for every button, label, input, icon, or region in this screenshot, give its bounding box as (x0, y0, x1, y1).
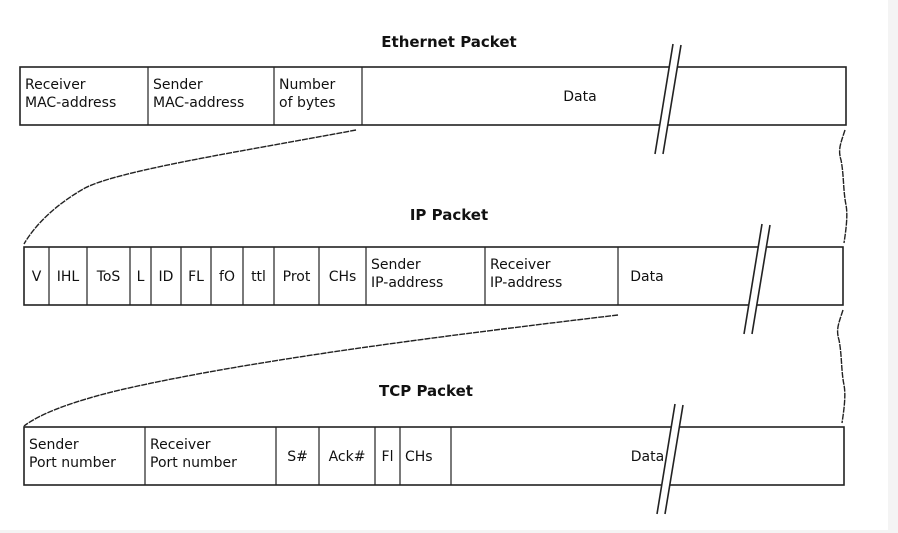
tcp-field-label: Fl (382, 449, 394, 465)
tcp-field-label: Receiver (150, 437, 211, 453)
ethernet-field-label: MAC-address (153, 95, 244, 111)
ip-break-gap (744, 224, 770, 334)
ethernet-field-label: Receiver (25, 77, 86, 93)
ip-field-label: ID (159, 269, 174, 285)
ethernet-field-label: MAC-address (25, 95, 116, 111)
ethernet-break-gap (655, 44, 681, 154)
ip-field-label: IP-address (371, 275, 443, 291)
ethernet-field-label: Number (279, 77, 335, 93)
ip-field-label: FL (188, 269, 204, 285)
ethernet-packet-frame (19, 66, 847, 126)
ip-field-label: ToS (96, 269, 121, 285)
ip-field-label: ttl (251, 269, 266, 285)
ethernet-to-ip-connector-right (838, 129, 848, 244)
tcp-field-label: Data (631, 449, 664, 465)
tcp-field-label: Sender (29, 437, 79, 453)
ethernet-field-label: Sender (153, 77, 203, 93)
ip-field-label: Receiver (490, 257, 551, 273)
ethernet-break-mark (662, 44, 682, 155)
ip-field-label: Prot (283, 269, 311, 285)
ip-packet-frame (23, 246, 844, 306)
ethernet-packet-title: Ethernet Packet (381, 33, 516, 51)
tcp-field-label: S# (287, 449, 308, 465)
tcp-break-mark (656, 403, 676, 515)
tcp-field-label: Ack# (329, 449, 366, 465)
tcp-break-gap (657, 404, 683, 514)
ip-to-tcp-connector-left (23, 314, 619, 427)
ethernet-to-ip-connector-left (23, 129, 357, 245)
tcp-field-label: CHs (405, 449, 433, 465)
ip-break-mark (751, 224, 771, 335)
ip-field-label: Data (630, 269, 663, 285)
ethernet-field-label: of bytes (279, 95, 336, 111)
ip-field-label: Sender (371, 257, 421, 273)
ip-field-label: CHs (329, 269, 357, 285)
tcp-field-label: Port number (150, 455, 237, 471)
ip-break-mark (743, 223, 763, 335)
ip-to-tcp-connector-right (836, 309, 846, 424)
tcp-packet-frame (23, 426, 845, 486)
ethernet-break-mark (654, 43, 674, 155)
ip-field-label: L (137, 269, 145, 285)
ip-field-label: IHL (57, 269, 80, 285)
tcp-packet-title: TCP Packet (379, 382, 473, 400)
ip-field-label: V (32, 269, 42, 285)
ip-field-label: fO (219, 269, 235, 285)
ip-packet-title: IP Packet (410, 206, 488, 224)
tcp-break-mark (664, 404, 684, 515)
ethernet-field-label: Data (563, 89, 596, 105)
tcp-field-label: Port number (29, 455, 116, 471)
ip-field-label: IP-address (490, 275, 562, 291)
